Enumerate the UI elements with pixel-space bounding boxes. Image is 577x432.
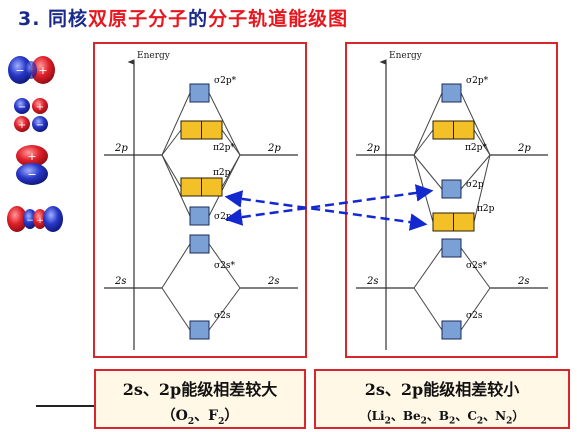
svg-text:+: + <box>27 150 36 163</box>
footer-rule <box>36 405 94 407</box>
left-level-label: π2p* <box>213 143 235 153</box>
compare-arrow-sigma <box>224 184 434 226</box>
right-level-label: σ2s <box>466 311 483 321</box>
left-level-label: σ2p* <box>214 76 237 86</box>
left-caption-line2: （O2、F2） <box>161 408 239 427</box>
left-caption-line1: 2s、2p能级相差较大 <box>122 380 278 399</box>
left-level-label: π2p <box>213 168 231 178</box>
left-caption: 2s、2p能级相差较大 （O2、F2） <box>94 369 306 429</box>
svg-text:−: − <box>36 120 44 131</box>
right-level-label: σ2p* <box>466 76 489 86</box>
svg-text:−: − <box>26 216 34 226</box>
right-sigma2p-star-box <box>441 83 462 103</box>
p-orbital-z-icon: + − <box>16 145 48 185</box>
energy-label: Energy <box>137 51 171 61</box>
left-atomic-2s-label: 2s <box>114 276 127 287</box>
right-caption: 2s、2p能级相差较小 （Li2、Be2、B2、C2、N2） <box>314 369 570 429</box>
svg-text:−: − <box>15 64 24 77</box>
left-sigma2s-box <box>189 320 210 340</box>
d-orbital-icon: − + + − <box>14 98 48 132</box>
left-panel: Energy 2p 2p 2s 2s <box>93 42 307 358</box>
right-sigma2p-box <box>441 179 462 199</box>
left-level-label: σ2s <box>214 311 231 321</box>
left-level-label: σ2p <box>214 212 232 222</box>
left-level-label: σ2s* <box>214 261 235 271</box>
svg-text:−: − <box>18 102 26 113</box>
page-title: 3. 同核双原子分子的分子轨道能级图 <box>18 8 349 30</box>
left-sigma2p-box <box>189 206 210 226</box>
energy-label: Energy <box>389 51 423 61</box>
right-atomic-2s-label: 2s <box>366 276 379 287</box>
right-level-label: π2p <box>477 204 495 214</box>
right-panel: Energy 2p 2p 2s 2s <box>345 42 558 358</box>
right-atomic-2p-label: 2p <box>366 143 380 154</box>
p-pi-orbital-icon: − + <box>7 206 63 232</box>
svg-text:+: + <box>18 120 26 131</box>
right-caption-line1: 2s、2p能级相差较小 <box>364 380 520 399</box>
p-orbital-x-icon: − + <box>8 56 55 84</box>
right-sigma2s-star-box <box>441 238 462 258</box>
left-atomic-2p-label: 2p <box>114 143 128 154</box>
orbital-thumbnails: − + − + + − + − − + <box>7 56 63 232</box>
left-atomic-2s-label-right: 2s <box>267 276 280 287</box>
right-level-label: σ2s* <box>466 261 487 271</box>
svg-text:+: + <box>38 64 47 77</box>
left-sigma2p-star-box <box>189 83 210 103</box>
svg-text:+: + <box>36 102 44 113</box>
svg-text:−: − <box>27 168 36 181</box>
right-atomic-2s-label-right: 2s <box>517 276 530 287</box>
right-level-label: σ2p <box>466 180 484 190</box>
right-caption-line2: （Li2、Be2、B2、C2、N2） <box>359 409 525 427</box>
right-atomic-2p-label-right: 2p <box>517 143 531 154</box>
svg-text:+: + <box>36 216 44 226</box>
left-atomic-2p-label-right: 2p <box>267 143 281 154</box>
right-sigma2s-box <box>441 320 462 340</box>
right-level-label: π2p* <box>465 143 487 153</box>
left-sigma2s-star-box <box>189 234 210 254</box>
